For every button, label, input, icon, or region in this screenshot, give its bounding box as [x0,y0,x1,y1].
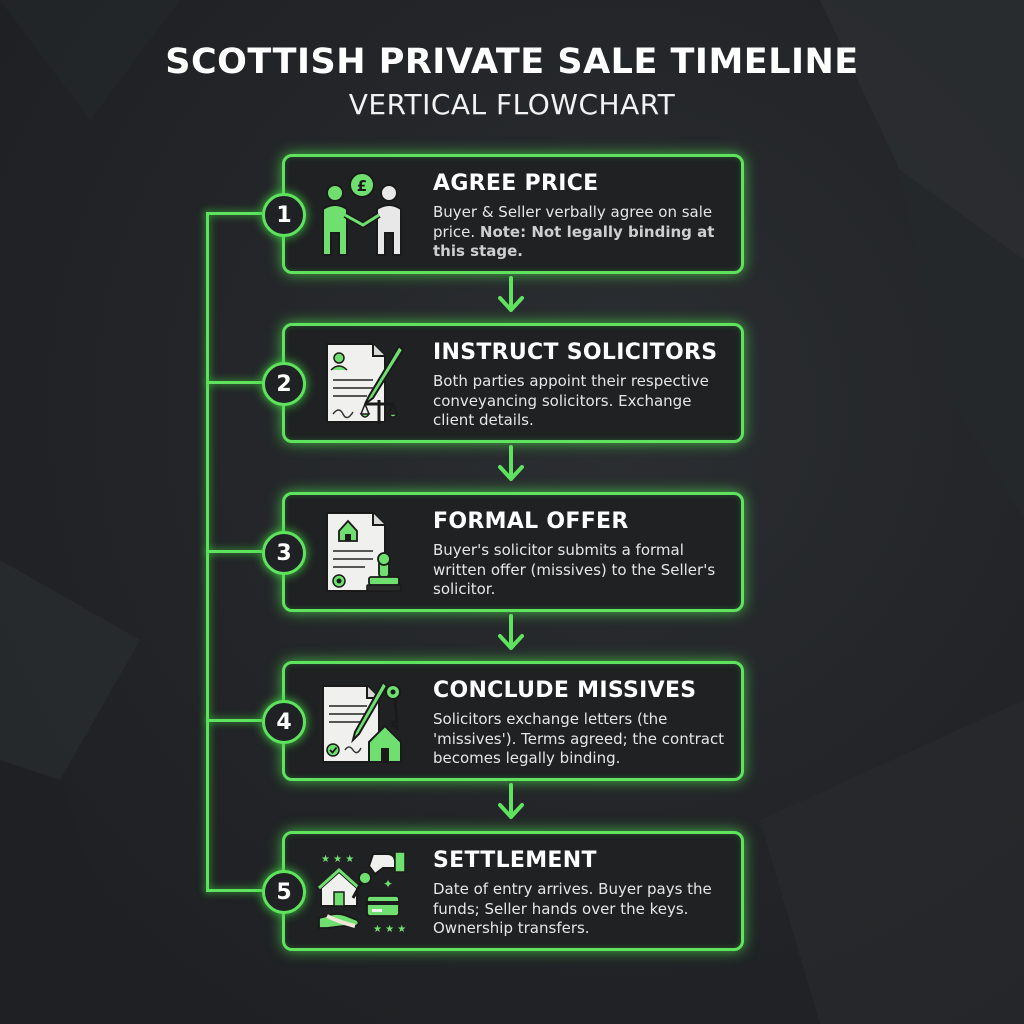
svg-text:★ ★ ★: ★ ★ ★ [321,854,354,865]
step-number-5: 5 [262,870,306,914]
svg-text:£: £ [357,177,367,195]
step-card-5: ★ ★ ★ ✦ ★ ★ ★ SETTLEMENT Date of entry a… [282,831,744,951]
offer-document-stamp-icon [326,512,402,592]
page-subtitle: VERTICAL FLOWCHART [348,88,676,121]
arrow-down-icon-1 [498,276,524,312]
timeline-branch-4 [206,719,262,722]
step-description-2: Both parties appoint their respective co… [433,372,709,429]
step-description-3: Buyer's solicitor submits a formal writt… [433,541,716,598]
contract-keys-house-icon [322,680,402,763]
step-description-1: Buyer & Seller verbally agree on sale pr… [433,203,733,262]
step-card-2: INSTRUCT SOLICITORS Both parties appoint… [282,323,744,443]
timeline-branch-2 [206,381,262,384]
timeline-branch-5 [206,889,262,892]
step-title-3: FORMAL OFFER [433,509,629,534]
timeline-branch-1 [206,212,262,215]
step-title-2: INSTRUCT SOLICITORS [433,340,718,365]
step-number-1: 1 [262,193,306,237]
arrow-down-icon-3 [498,614,524,650]
step-title-1: AGREE PRICE [433,171,599,196]
step-description-4: Solicitors exchange letters (the 'missiv… [433,710,725,767]
page-title: SCOTTISH PRIVATE SALE TIMELINE [165,42,859,82]
step-number-4: 4 [262,700,306,744]
arrow-down-icon-2 [498,445,524,481]
step-card-3: FORMAL OFFER Buyer's solicitor submits a… [282,492,744,612]
step-number-2: 2 [262,362,306,406]
step-card-4: CONCLUDE MISSIVES Solicitors exchange le… [282,661,744,781]
step-card-1: £ AGREE PRICE Buyer & Seller verbally ag… [282,154,744,274]
step-title-4: CONCLUDE MISSIVES [433,678,697,703]
house-keys-payment-icon: ★ ★ ★ ✦ ★ ★ ★ [317,851,406,934]
step-note-1: Note: Not legally binding at this stage. [433,222,715,261]
step-title-5: SETTLEMENT [433,848,597,873]
timeline-branch-3 [206,550,262,553]
document-pen-scales-icon [326,343,405,424]
svg-text:★ ★ ★: ★ ★ ★ [373,924,406,934]
handshake-pound-icon: £ [322,172,402,256]
step-description-1-text: Buyer & Seller verbally agree on sale pr… [433,203,713,241]
svg-text:✦: ✦ [383,877,393,891]
arrow-down-icon-4 [498,783,524,819]
step-number-3: 3 [262,531,306,575]
step-description-5: Date of entry arrives. Buyer pays the fu… [433,880,712,937]
